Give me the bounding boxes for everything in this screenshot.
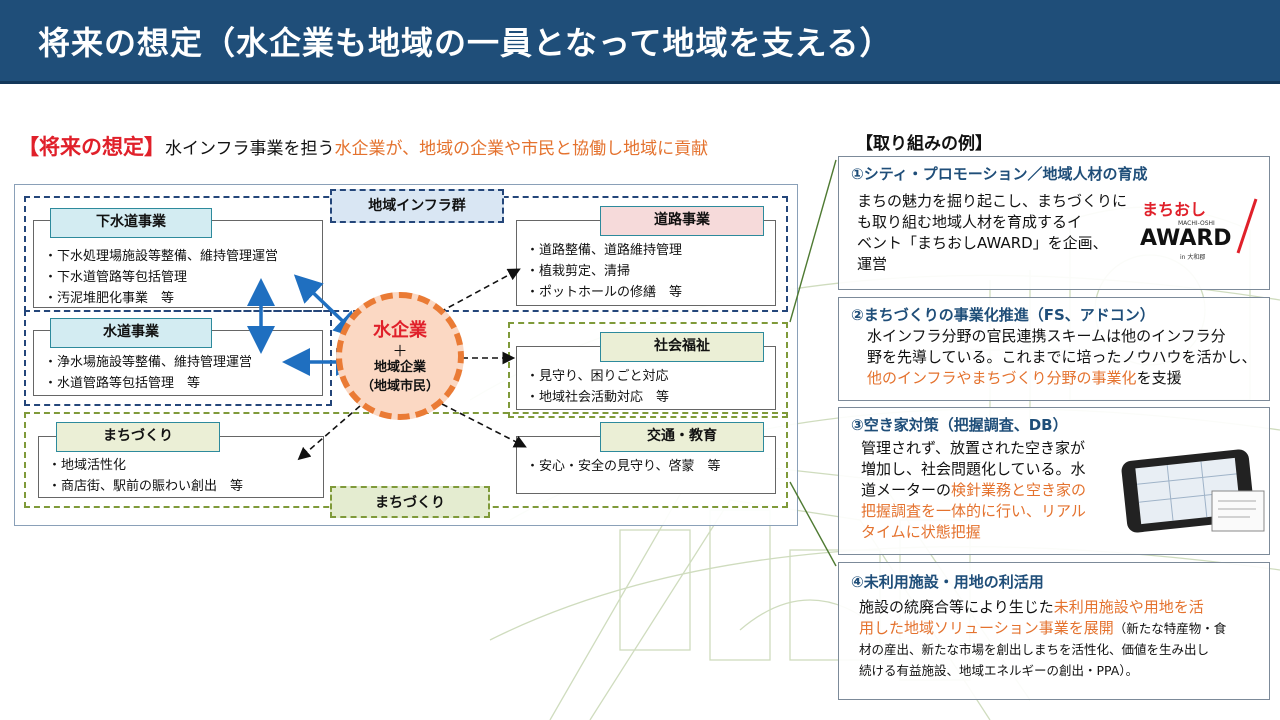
town-region-label: まちづくり — [330, 486, 490, 518]
example-2-line: 他のインフラやまちづくり分野の事業化を支援 — [867, 368, 1257, 389]
list-item: ・下水処理場施設等整備、維持管理運営 — [44, 249, 279, 264]
logo-foot-text: in 大和郡 — [1180, 253, 1205, 261]
list-item: ・道路整備、道路維持管理 — [526, 243, 683, 258]
list-item: ・安心・安全の見守り、啓蒙 等 — [526, 459, 721, 474]
example-panel-4: ④未利用施設・用地の利活用 施設の統廃合等により生じた未利用施設や用地を活 用し… — [838, 562, 1270, 700]
example-3-body: 管理されず、放置された空き家が 増加し、社会問題化している。水 道メーターの検針… — [861, 438, 1086, 543]
example-4-line: 施設の統廃合等により生じた未利用施設や用地を活 — [859, 597, 1226, 618]
title-bar: 将来の想定（水企業も地域の一員となって地域を支える） — [0, 0, 1280, 84]
page-title: 将来の想定（水企業も地域の一員となって地域を支える） — [38, 24, 893, 62]
sewer-items: ・下水処理場施設等整備、維持管理運営 ・下水道管路等包括管理 ・汚泥堆肥化事業 … — [44, 246, 278, 309]
example-1-title: ①シティ・プロモーション／地域人材の育成 — [851, 165, 1148, 183]
welfare-title: 社会福祉 — [600, 332, 764, 362]
examples-heading: 【取り組みの例】 — [856, 134, 992, 154]
example-4-line: 材の産出、新たな市場を創出しまちを活性化、価値を生み出し — [859, 642, 1210, 657]
hub-sub-label-1: 地域企業 — [373, 360, 426, 375]
transport-items: ・安心・安全の見守り、啓蒙 等 — [526, 456, 720, 477]
example-2-line: 野を先導している。これまでに培ったノウハウを活かし、 — [867, 348, 1257, 366]
example-3-line: 増加し、社会問題化している。水 — [861, 460, 1086, 478]
example-3-line: 道メーターの検針業務と空き家の — [861, 480, 1086, 501]
water-company-hub: 水企業 ＋ 地域企業 （地域市民） — [336, 292, 464, 420]
example-1-line: 運営 — [857, 255, 888, 273]
infra-region-label: 地域インフラ群 — [330, 189, 504, 223]
example-2-title: ②まちづくりの事業化推進（FS、アドコン） — [851, 306, 1155, 324]
example-4-title: ④未利用施設・用地の利活用 — [851, 573, 1044, 591]
example-1-line: まちの魅力を掘り起こし、まちづくりに — [857, 192, 1128, 210]
example-2-body: 水インフラ分野の官民連携スキームは他のインフラ分 野を先導している。これまでに培… — [867, 326, 1257, 389]
list-item: ・地域社会活動対応 等 — [526, 390, 670, 405]
example-2-line: 水インフラ分野の官民連携スキームは他のインフラ分 — [867, 327, 1226, 345]
transport-title: 交通・教育 — [600, 422, 764, 452]
logo-sub-text: MACHI-OSHI — [1178, 220, 1215, 227]
example-4-line-orange: 未利用施設や用地を活 — [1053, 598, 1204, 616]
example-panel-2: ②まちづくりの事業化推進（FS、アドコン） 水インフラ分野の官民連携スキームは他… — [838, 297, 1270, 401]
example-4-line-orange: 用した地域ソリューション事業を展開 — [859, 619, 1114, 637]
example-3-line: 把握調査を一体的に行い、リアル — [861, 502, 1086, 520]
smartphone-image — [1121, 449, 1265, 533]
example-panel-1: ①シティ・プロモーション／地域人材の育成 まちの魅力を掘り起こし、まちづくりに … — [838, 156, 1270, 290]
town-region-border-upper — [508, 322, 788, 418]
list-item: ・浄水場施設等整備、維持管理運営 — [44, 355, 253, 370]
logo-top-text: まちおし — [1142, 200, 1206, 219]
example-2-tail: を支援 — [1136, 369, 1182, 387]
town-title: まちづくり — [56, 422, 220, 452]
example-4-line: 続ける有益施設、地域エネルギーの創出・PPA）。 — [859, 663, 1139, 678]
list-item: ・植栽剪定、清掃 — [526, 264, 631, 279]
list-item: ・見守り、困りごと対応 — [526, 369, 669, 384]
water-title: 水道事業 — [50, 318, 212, 348]
example-1-body: まちの魅力を掘り起こし、まちづくりに も取り組む地域人材を育成するイ ベント「ま… — [857, 191, 1127, 275]
example-2-highlight: 他のインフラやまちづくり分野の事業化 — [867, 369, 1137, 387]
example-3-line-black: 道メーターの — [861, 481, 952, 499]
logo-main-text: AWARD — [1140, 226, 1232, 251]
lead-tag: 【将来の想定】 — [18, 135, 165, 159]
list-item: ・汚泥堆肥化事業 等 — [44, 291, 175, 306]
hub-main-label: 水企業 — [373, 320, 427, 341]
hub-sub-label-2: （地域市民） — [360, 379, 439, 394]
list-item: ・下水道管路等包括管理 — [44, 270, 188, 285]
example-4-line-small: （新たな特産物・食 — [1113, 621, 1227, 636]
list-item: ・ポットホールの修繕 等 — [526, 285, 683, 300]
example-4-line-black: 施設の統廃合等により生じた — [859, 598, 1054, 616]
lead-line: 【将来の想定】水インフラ事業を担う水企業が、地域の企業や市民と協働し地域に貢献 — [18, 131, 708, 161]
hub-plus: ＋ — [392, 342, 408, 360]
example-3-line-orange: 検針業務と空き家の — [951, 481, 1087, 499]
example-1-line: も取り組む地域人材を育成するイ — [857, 213, 1083, 231]
water-items: ・浄水場施設等整備、維持管理運営 ・水道管路等包括管理 等 — [44, 352, 252, 394]
list-item: ・商店街、駅前の賑わい創出 等 — [48, 479, 244, 494]
example-3-title: ③空き家対策（把握調査、DB） — [851, 416, 1068, 434]
example-3-line: 管理されず、放置された空き家が — [861, 439, 1085, 457]
list-item: ・地域活性化 — [48, 458, 127, 473]
example-4-line: 用した地域ソリューション事業を展開（新たな特産物・食 — [859, 618, 1226, 639]
list-item: ・水道管路等包括管理 等 — [44, 376, 201, 391]
example-1-line: ベント「まちおしAWARD」を企画、 — [857, 234, 1108, 252]
road-title: 道路事業 — [600, 206, 764, 236]
road-items: ・道路整備、道路維持管理 ・植栽剪定、清掃 ・ポットホールの修繕 等 — [526, 240, 682, 303]
welfare-items: ・見守り、困りごと対応 ・地域社会活動対応 等 — [526, 366, 669, 408]
lead-text-orange: 水企業が、地域の企業や市民と協働し地域に貢献 — [334, 139, 709, 159]
example-4-body: 施設の統廃合等により生じた未利用施設や用地を活 用した地域ソリューション事業を展… — [859, 597, 1226, 681]
town-items: ・地域活性化 ・商店街、駅前の賑わい創出 等 — [48, 455, 243, 497]
machioshi-award-logo: まちおし MACHI-OSHI AWARD in 大和郡 — [1140, 198, 1258, 261]
lead-text-black: 水インフラ事業を担う — [165, 139, 335, 159]
sewer-title: 下水道事業 — [50, 208, 212, 238]
example-3-line: タイムに状態把握 — [861, 523, 981, 541]
